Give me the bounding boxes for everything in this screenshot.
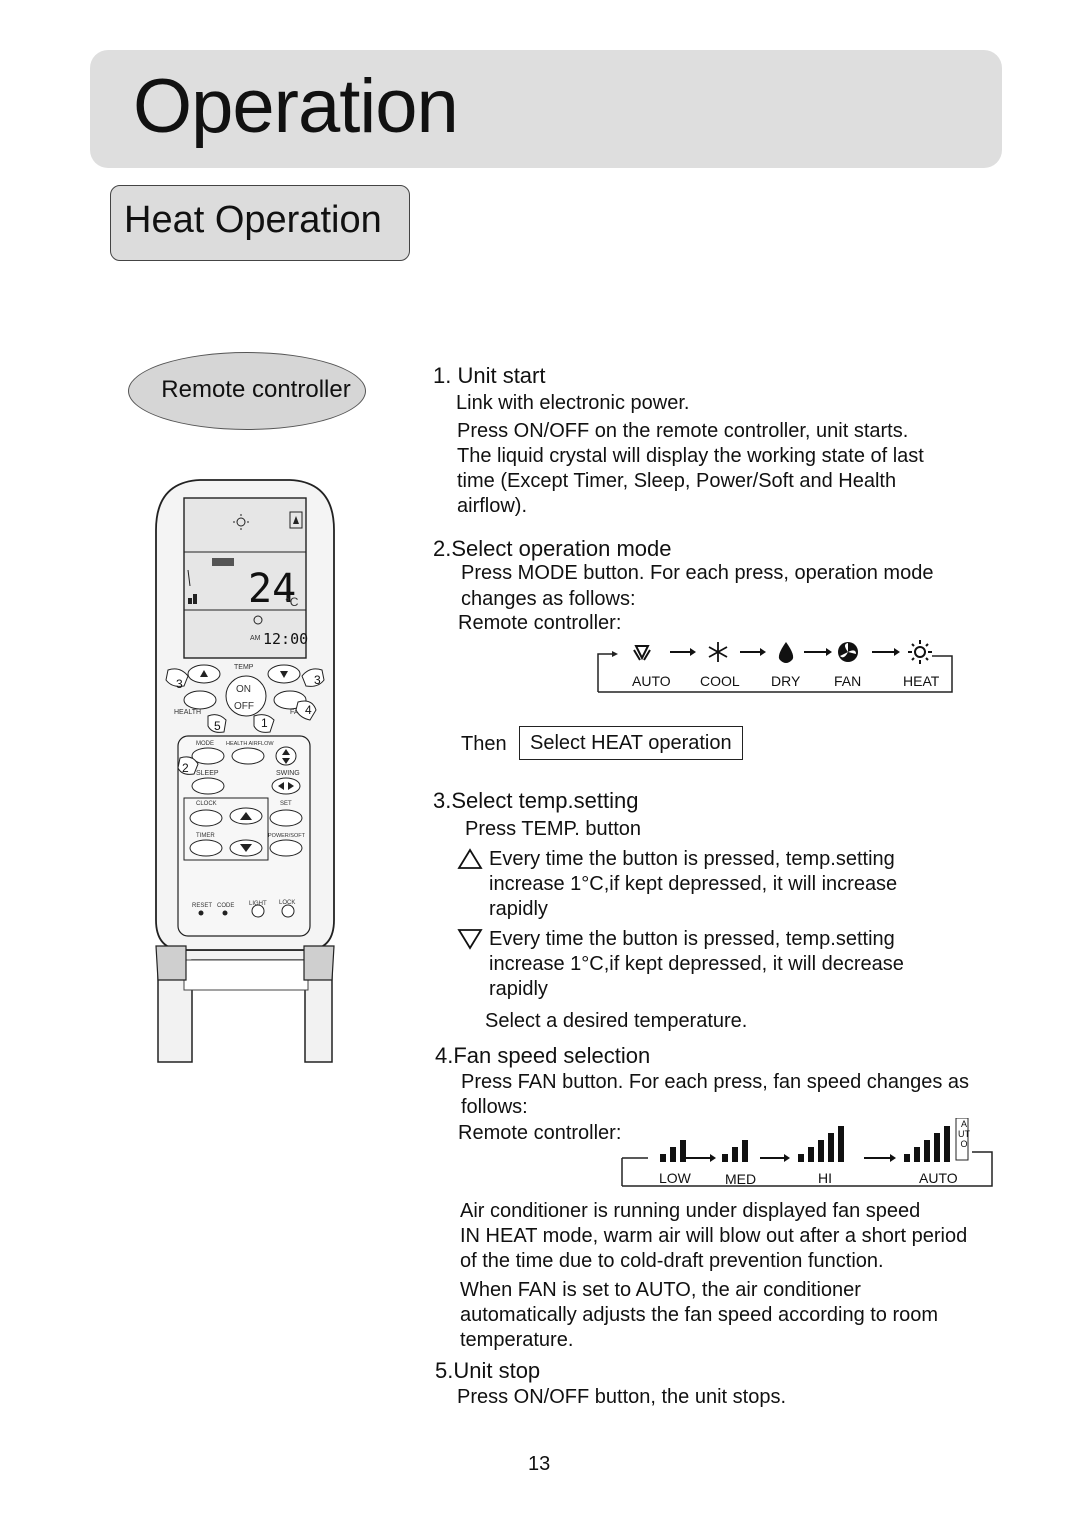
- clock-button[interactable]: [189, 809, 223, 827]
- step3-heading: 3.Select temp.setting: [433, 788, 639, 813]
- step2-heading: 2.Select operation mode: [433, 536, 672, 561]
- auto-mode-icon: [633, 645, 651, 661]
- speed-low: LOW: [659, 1170, 691, 1186]
- swing-up-down-button[interactable]: [275, 746, 297, 766]
- mode-button[interactable]: [191, 747, 225, 765]
- speed-auto: AUTO: [919, 1170, 958, 1186]
- fan-bar: [808, 1147, 814, 1162]
- mode-auto: AUTO: [632, 673, 671, 689]
- fan-bar: [680, 1140, 686, 1162]
- svg-text:HEALTH: HEALTH: [174, 709, 201, 716]
- lcd-unit: °C: [285, 595, 299, 609]
- speed-hi: HI: [818, 1170, 832, 1186]
- section-title: Heat Operation: [124, 199, 382, 241]
- power-soft-button[interactable]: [269, 839, 303, 857]
- svg-text:CLOCK: CLOCK: [196, 801, 217, 807]
- svg-text:CODE: CODE: [217, 903, 234, 909]
- svg-text:ON: ON: [236, 684, 251, 695]
- svg-text:FAN: FAN: [290, 709, 304, 716]
- remote-label-oval: [128, 352, 366, 430]
- svg-text:2: 2: [182, 761, 189, 775]
- remote-controller-illustration: 24 °C AM 12:00 TEMP ON OFF HEALTH FAN 3 …: [155, 479, 335, 1063]
- title-banner: [90, 50, 1002, 168]
- svg-text:3: 3: [314, 673, 321, 687]
- fan-icon: [838, 642, 858, 662]
- fan-bar: [904, 1154, 910, 1162]
- reset-button[interactable]: [198, 910, 204, 916]
- remote-label: Remote controller: [161, 376, 351, 403]
- fan-bar: [924, 1140, 930, 1162]
- mode-dry: DRY: [771, 673, 801, 689]
- svg-text:5: 5: [214, 719, 221, 733]
- dry-drop-icon: [778, 642, 794, 663]
- health-button[interactable]: [183, 690, 217, 710]
- mode-cool: COOL: [700, 673, 740, 689]
- sleep-button[interactable]: [191, 777, 225, 795]
- svg-text:TIMER: TIMER: [196, 833, 215, 839]
- cool-snowflake-icon: [708, 642, 728, 662]
- fan-bar: [670, 1147, 676, 1162]
- svg-text:3: 3: [176, 677, 183, 691]
- mode-heat: HEAT: [903, 673, 940, 689]
- lcd-time: 12:00: [263, 630, 308, 648]
- speed-med: MED: [725, 1171, 757, 1187]
- fan-bar: [732, 1147, 738, 1162]
- lcd-temperature: 24: [248, 566, 296, 612]
- subtitle-box: [110, 185, 410, 261]
- fan-bar: [722, 1154, 728, 1162]
- lcd-am: AM: [250, 635, 261, 642]
- svg-text:SWING: SWING: [276, 770, 300, 777]
- svg-text:LIGHT: LIGHT: [249, 901, 267, 907]
- auto-vertical-label: AUTO: [958, 1119, 970, 1149]
- btn-temp-label: TEMP: [234, 664, 254, 671]
- fan-bar: [660, 1154, 666, 1162]
- svg-text:HEALTH AIRFLOW: HEALTH AIRFLOW: [226, 741, 274, 747]
- health-airflow-button[interactable]: [231, 747, 265, 765]
- step4-heading: 4.Fan speed selection: [435, 1043, 651, 1068]
- svg-text:MODE: MODE: [196, 741, 214, 747]
- fan-bar: [828, 1133, 834, 1162]
- svg-text:SLEEP: SLEEP: [196, 770, 219, 777]
- fan-bar: [934, 1133, 940, 1162]
- code-button[interactable]: [222, 910, 228, 916]
- svg-text:RESET: RESET: [192, 903, 212, 909]
- fan-bar: [818, 1140, 824, 1162]
- on-off-button[interactable]: [225, 675, 267, 717]
- fan-bar: [944, 1126, 950, 1162]
- svg-text:POWER/SOFT: POWER/SOFT: [268, 833, 306, 839]
- then-label: Then: [461, 733, 507, 755]
- fan-bar: [838, 1126, 844, 1162]
- set-button[interactable]: [269, 809, 303, 827]
- page-number: 13: [528, 1453, 551, 1475]
- heat-sun-icon: [908, 640, 932, 664]
- light-button[interactable]: [251, 904, 265, 918]
- mode-fan: FAN: [834, 673, 862, 689]
- fan-speed-diagram: [621, 1118, 993, 1187]
- svg-text:4: 4: [305, 703, 312, 717]
- svg-text:LOCK: LOCK: [279, 900, 295, 906]
- triangle-down-icon: [457, 929, 483, 950]
- svg-text:OFF: OFF: [234, 701, 254, 712]
- fan-bars-icon: [660, 1126, 950, 1162]
- select-heat-box: Select HEAT operation: [519, 726, 743, 760]
- page-title: Operation: [133, 64, 459, 149]
- step5-heading: 5.Unit stop: [435, 1358, 541, 1383]
- lock-button[interactable]: [281, 904, 295, 918]
- swing-left-right-button[interactable]: [271, 777, 301, 795]
- fan-bar: [742, 1140, 748, 1162]
- triangle-up-icon: [457, 848, 483, 869]
- svg-text:1: 1: [261, 716, 268, 730]
- fan-bar: [914, 1147, 920, 1162]
- fan-bar: [798, 1154, 804, 1162]
- step1-heading: 1. Unit start: [433, 363, 546, 388]
- svg-text:SET: SET: [280, 801, 292, 807]
- timer-button[interactable]: [189, 839, 223, 857]
- mode-sequence-diagram: [597, 640, 953, 693]
